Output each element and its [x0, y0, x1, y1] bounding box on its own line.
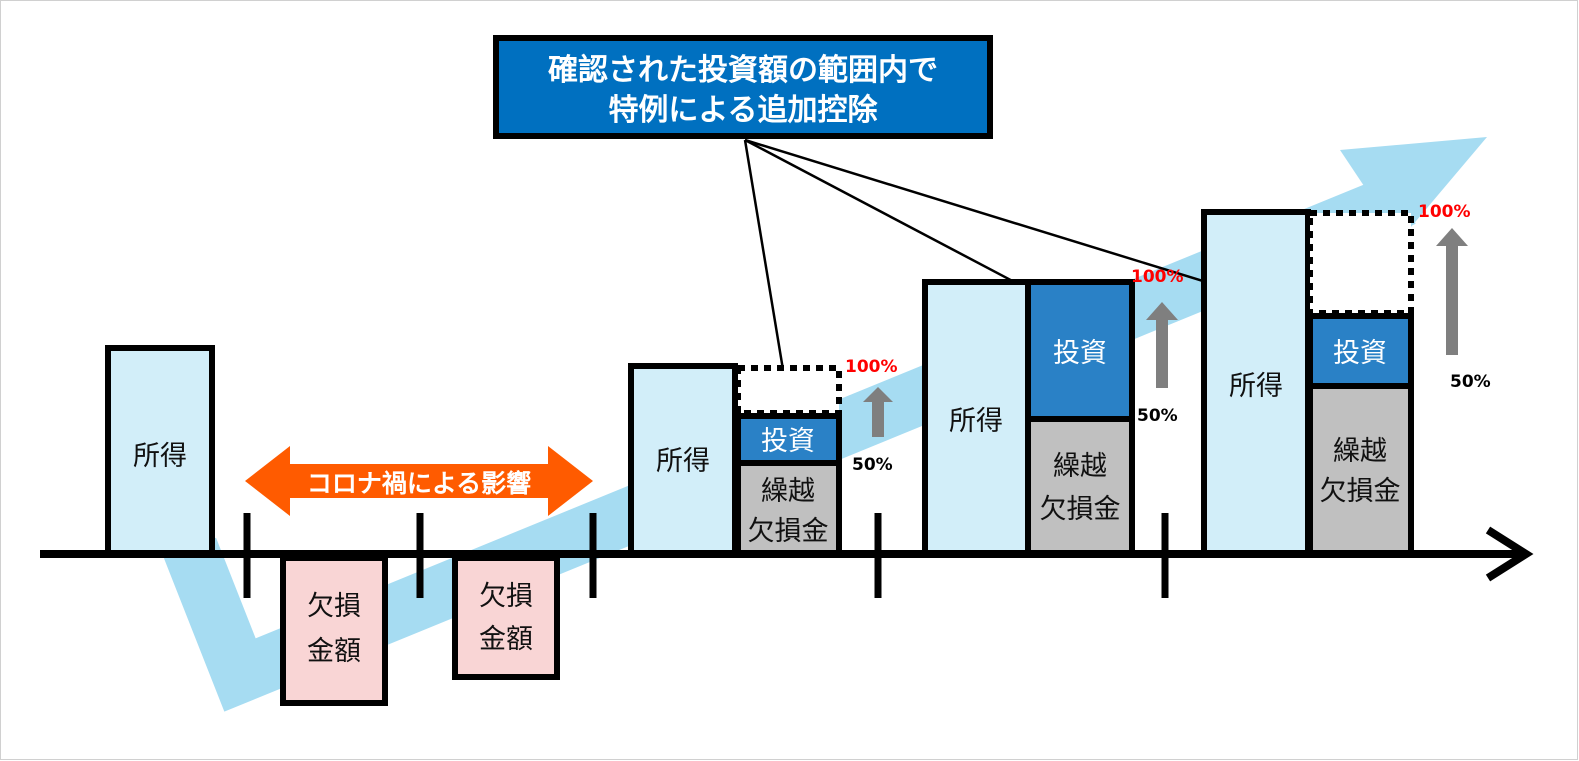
pct-50-label: 50% [852, 455, 893, 475]
covid-label: コロナ禍による影響 [307, 469, 531, 498]
dashed-extra-box [1307, 210, 1414, 316]
up-arrow-icon [863, 387, 893, 437]
invest-label: 投資 [1333, 338, 1387, 369]
callout-line-2: 特例による追加控除 [608, 93, 878, 128]
pct-100-label: 100% [1418, 202, 1471, 222]
callout-box: 確認された投資額の範囲内で 特例による追加控除 [493, 35, 993, 139]
carry-label: 欠損金 [748, 516, 829, 547]
loss-label: 金額 [307, 636, 361, 667]
year-group-2: 所得 投資 繰越 欠損金 100% 50% [922, 267, 1184, 556]
loss-label: 金額 [479, 624, 533, 655]
invest-label: 投資 [761, 426, 815, 457]
carry-label: 繰越 [761, 476, 815, 507]
dashed-extra-box [735, 365, 842, 416]
up-arrow-icon [1146, 302, 1178, 388]
invest-label: 投資 [1053, 338, 1107, 369]
carry-label: 繰越 [1333, 436, 1387, 467]
carry-label: 欠損金 [1320, 476, 1401, 507]
year-group-1: 所得 投資 繰越 欠損金 100% 50% [628, 357, 898, 556]
up-arrow-icon [1436, 228, 1468, 355]
loss-box-2: 欠損 金額 [452, 555, 560, 680]
pct-50-label: 50% [1137, 406, 1178, 426]
pct-100-label: 100% [845, 357, 898, 377]
income-label: 所得 [133, 441, 187, 472]
loss-label: 欠損 [479, 581, 533, 612]
pct-50-label: 50% [1450, 372, 1491, 392]
year-group-3: 所得 投資 繰越 欠損金 100% 50% [1201, 202, 1491, 556]
income-label: 所得 [1229, 371, 1283, 402]
income-label: 所得 [656, 446, 710, 477]
callout-line-1: 確認された投資額の範囲内で [548, 53, 938, 88]
covid-impact-arrow: コロナ禍による影響 [245, 446, 593, 516]
carry-label: 欠損金 [1040, 494, 1121, 525]
income-bar-1: 所得 [105, 345, 215, 556]
loss-label: 欠損 [307, 591, 361, 622]
income-label: 所得 [949, 406, 1003, 437]
pct-100-label: 100% [1131, 267, 1184, 287]
loss-box-1: 欠損 金額 [280, 555, 388, 706]
carry-label: 繰越 [1053, 451, 1107, 482]
